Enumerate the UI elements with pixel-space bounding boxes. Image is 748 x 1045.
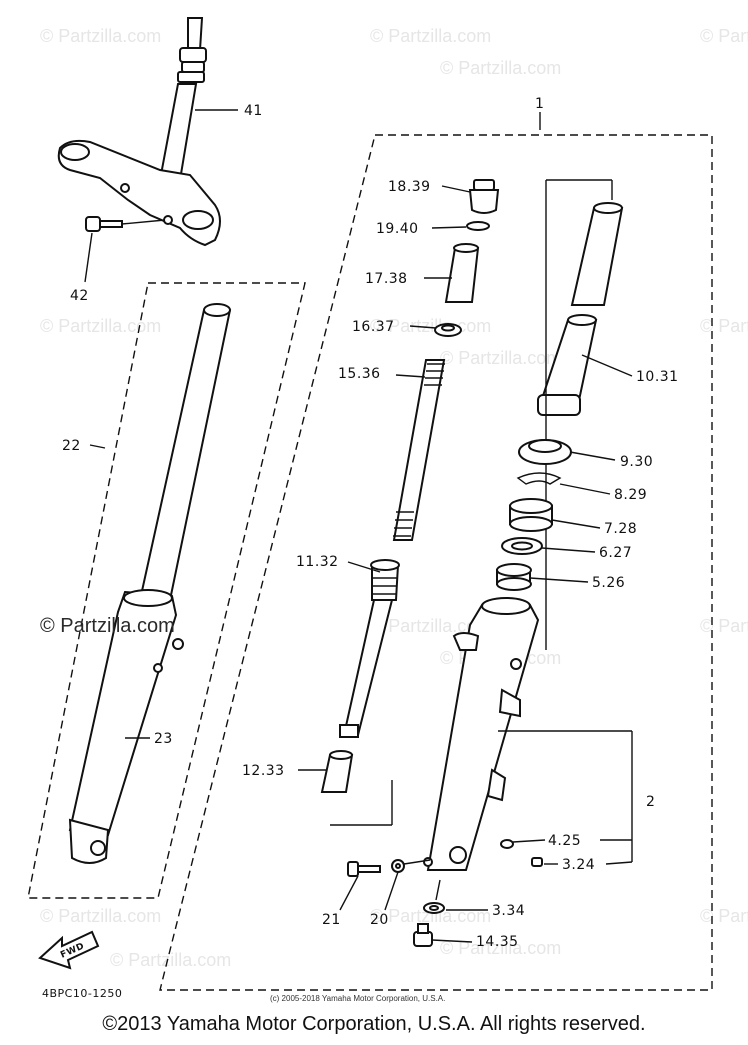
- watermark: © Partzilla.com: [700, 616, 748, 636]
- leader-line: [551, 519, 601, 529]
- watermark: © Partzilla.com: [370, 26, 491, 46]
- watermark: © Partzilla.com: [440, 58, 561, 78]
- leader-line: [121, 219, 166, 225]
- label-3-34: 3.34: [492, 903, 525, 919]
- leader-line: [431, 226, 467, 229]
- label-20: 20: [370, 912, 389, 928]
- leader-line: [339, 875, 359, 911]
- watermark: © Partzilla.com: [440, 348, 561, 368]
- label-7-28: 7.28: [604, 521, 637, 537]
- diagram-code: 4BPC10-1250: [42, 987, 122, 1000]
- dust-seal: [518, 439, 572, 465]
- circlip: [516, 472, 562, 485]
- damper-rod-bolt: [413, 923, 433, 947]
- label-16-37: 16.37: [352, 319, 395, 335]
- label-2: 2: [646, 794, 655, 810]
- watermark: © Partzilla.com: [110, 950, 231, 970]
- label-5-26: 5.26: [592, 575, 625, 591]
- fork-spring: [392, 359, 446, 541]
- fork-outer-tube-right: [423, 597, 540, 871]
- label-10-31: 10.31: [636, 369, 679, 385]
- damper-rod: [339, 559, 400, 738]
- leader-line: [512, 839, 546, 843]
- leader-line: [431, 939, 473, 943]
- leader-line: [384, 871, 399, 911]
- fork-inner-tube-right: [537, 202, 624, 416]
- watermark: © Partzilla.com: [40, 26, 161, 46]
- spring-seat: [434, 323, 462, 337]
- label-8-29: 8.29: [614, 487, 647, 503]
- watermark: © Partzilla.com: [700, 906, 748, 926]
- label-18-39: 18.39: [388, 179, 431, 195]
- leader-line: [569, 451, 616, 461]
- watermark: © Partzilla.com: [40, 906, 161, 926]
- footer-copyright: ©2013 Yamaha Motor Corporation, U.S.A. A…: [102, 1013, 646, 1035]
- leader-line: [409, 325, 437, 329]
- watermark: © Partzilla.com: [700, 26, 748, 46]
- label-14-35: 14.35: [476, 934, 519, 950]
- leader-line: [581, 354, 633, 377]
- oil-seal: [509, 498, 553, 532]
- inner-tube-boundary: [27, 282, 306, 899]
- washer: [391, 859, 405, 873]
- drain-plug: [500, 839, 514, 849]
- leader-line: [529, 577, 589, 583]
- label-11-32: 11.32: [296, 554, 339, 570]
- leader-line: [84, 232, 93, 283]
- leader-line: [89, 444, 106, 449]
- label-17-38: 17.38: [365, 271, 408, 287]
- watermark-prominent: © Partzilla.com: [40, 615, 175, 637]
- spacer: [444, 243, 480, 303]
- o-ring: [466, 221, 490, 231]
- label-3-24: 3.24: [562, 857, 595, 873]
- leader-line: [605, 861, 633, 865]
- label-19-40: 19.40: [376, 221, 419, 237]
- leader-line: [395, 374, 426, 378]
- outer-tube: [68, 589, 184, 864]
- watermark: © Partzilla.com: [40, 316, 161, 336]
- axle-pinch-bolt: [347, 861, 381, 877]
- label-15-36: 15.36: [338, 366, 381, 382]
- watermark: © Partzilla.com: [370, 616, 491, 636]
- label-12-33: 12.33: [242, 763, 285, 779]
- label-6-27: 6.27: [599, 545, 632, 561]
- slide-metal: [496, 563, 532, 591]
- label-4-25: 4.25: [548, 833, 581, 849]
- fork-assembly-boundary: [159, 134, 713, 991]
- watermark: © Partzilla.com: [440, 938, 561, 958]
- label-23: 23: [154, 731, 173, 747]
- cap-bolt: [468, 179, 500, 214]
- label-22: 22: [62, 438, 81, 454]
- watermark: © Partzilla.com: [370, 906, 491, 926]
- leader-line: [559, 483, 611, 495]
- inner-tube: [138, 303, 232, 601]
- label-21: 21: [322, 912, 341, 928]
- leader-line: [435, 879, 441, 901]
- label-9-30: 9.30: [620, 454, 653, 470]
- leader-line: [441, 185, 471, 193]
- leader-line: [403, 859, 431, 865]
- gasket: [423, 902, 445, 914]
- steering-stem-assembly: [57, 17, 221, 247]
- oil-lock-piece: [320, 750, 354, 793]
- leader-line: [347, 561, 381, 573]
- watermark: © Partzilla.com: [700, 316, 748, 336]
- leader-line: [541, 547, 596, 553]
- drain-bolt: [531, 857, 543, 867]
- small-copyright: (c) 2005-2018 Yamaha Motor Corporation, …: [270, 994, 445, 1003]
- label-42: 42: [70, 288, 89, 304]
- pinch-bolt: [85, 216, 123, 232]
- oil-seal-washer: [501, 537, 543, 555]
- forward-arrow-icon: FWD: [38, 930, 100, 970]
- label-1: 1: [535, 96, 544, 112]
- label-41: 41: [244, 103, 263, 119]
